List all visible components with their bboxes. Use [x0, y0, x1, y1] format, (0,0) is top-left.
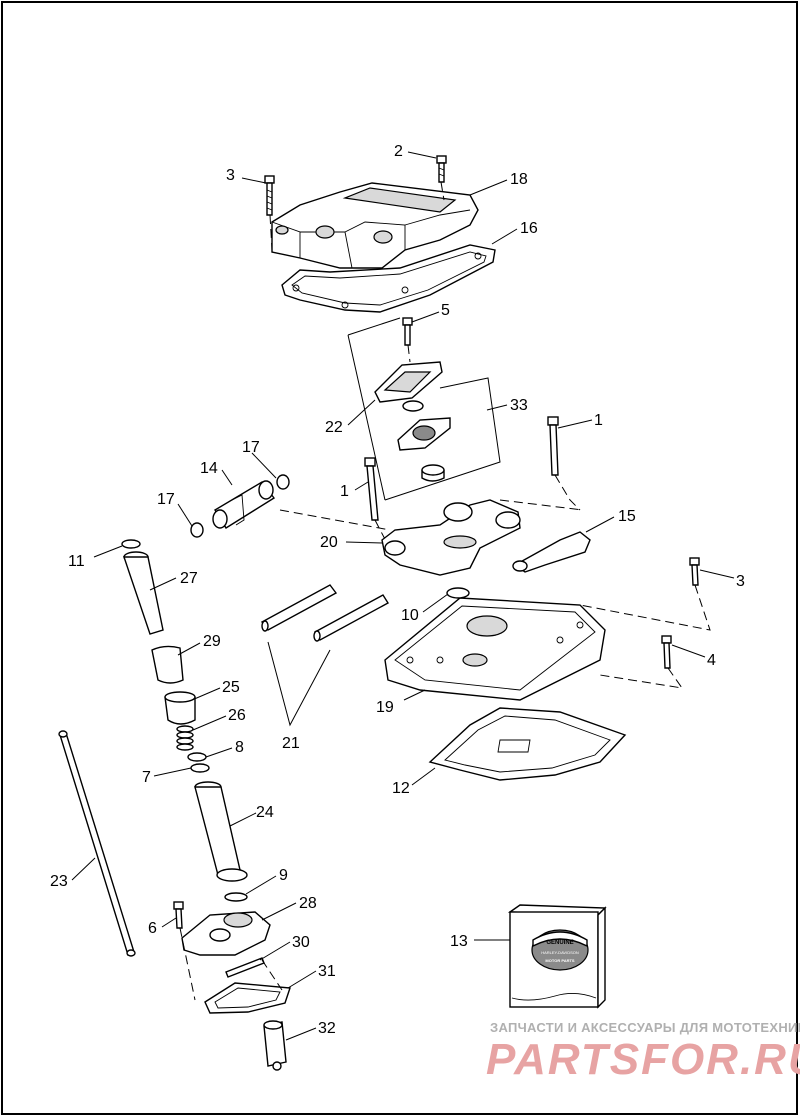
part-10-oring: [446, 587, 470, 599]
badge-bottom-text: MOTOR PARTS: [545, 958, 575, 963]
callout-31: 31: [318, 963, 336, 980]
badge-middle-text: HARLEY-DAVIDSON: [541, 950, 579, 955]
part-27-pushrod-tube-upper: [123, 551, 164, 635]
callout-10: 10: [401, 607, 419, 624]
leader-lines: [71, 151, 735, 1041]
callout-4: 4: [707, 652, 716, 669]
part-5-screw: [402, 317, 413, 346]
part-15-rocker-arm: [512, 531, 591, 573]
callout-25: 25: [222, 679, 240, 696]
callout-9: 9: [279, 867, 288, 884]
part-14-rocker-shaft: [212, 480, 276, 529]
callout-32: 32: [318, 1020, 336, 1037]
part-3-screw-right: [689, 557, 700, 586]
part-3-screw-top: [264, 175, 275, 216]
callout-15: 15: [618, 508, 636, 525]
callout-17-left: 17: [157, 491, 175, 508]
part-17-spacer-right: [276, 474, 290, 490]
badge-top-text: GENUINE: [546, 940, 573, 946]
callout-6: 6: [148, 920, 157, 937]
callout-17-right: 17: [242, 439, 260, 456]
part-4-screw: [661, 635, 672, 669]
callout-26: 26: [228, 707, 246, 724]
callout-19: 19: [376, 699, 394, 716]
part-12-housing-gasket: [428, 707, 627, 781]
callout-16: 16: [520, 220, 538, 237]
part-32-lifter: [263, 1020, 287, 1071]
callout-5: 5: [441, 302, 450, 319]
callout-33: 33: [510, 397, 528, 414]
callout-30: 30: [292, 934, 310, 951]
callout-12: 12: [392, 780, 410, 797]
part-25-spring-cap: [164, 691, 196, 725]
callout-1-left: 1: [340, 483, 349, 500]
part-33-filter: [421, 464, 445, 482]
part-13-genuine-box: [507, 904, 607, 1009]
callout-1-right: 1: [594, 412, 603, 429]
part-19-rocker-housing: [384, 597, 606, 701]
callout-numbers: 3 2 18 16 5 22 33 1 1 17 14 17 15 20 10 …: [50, 143, 745, 1037]
part-22-breather-cover: [374, 361, 443, 403]
part-24-pushrod-tube-lower: [194, 781, 248, 882]
callout-3-top: 3: [226, 167, 235, 184]
callout-21: 21: [282, 735, 300, 752]
callout-28: 28: [299, 895, 317, 912]
part-7-oring: [190, 763, 210, 773]
part-28-lifter-cover: [181, 911, 271, 956]
watermark-brand: PARTSFOR.RU: [486, 1035, 800, 1084]
callout-29: 29: [203, 633, 221, 650]
part-1-screw-left: [364, 457, 379, 521]
watermark-tagline: ЗАПЧАСТИ И АКСЕССУАРЫ ДЛЯ МОТОТЕХНИКИ: [490, 1020, 800, 1035]
part-9-oring: [224, 892, 248, 902]
callout-18: 18: [510, 171, 528, 188]
callout-8: 8: [235, 739, 244, 756]
part-31-lifter-gasket: [204, 982, 291, 1014]
callout-20: 20: [320, 534, 338, 551]
part-1-screw-right: [547, 416, 559, 476]
callout-24: 24: [256, 804, 274, 821]
part-17-spacer-left: [190, 522, 204, 538]
callout-2: 2: [394, 143, 403, 160]
part-21-rods: [260, 584, 389, 642]
callout-7: 7: [142, 769, 151, 786]
part-33-breather-valve: [397, 417, 451, 451]
part-23-pushrod: [58, 730, 136, 957]
callout-22: 22: [325, 419, 343, 436]
callout-14: 14: [200, 460, 218, 477]
callout-27: 27: [180, 570, 198, 587]
part-33-oring: [402, 400, 424, 412]
part-16-cover-gasket: [281, 244, 496, 313]
part-11-oring: [121, 539, 141, 549]
part-30-pin: [225, 957, 265, 978]
callout-11: 11: [68, 553, 85, 570]
callout-3-right: 3: [736, 573, 745, 590]
part-29-sleeve: [151, 645, 184, 684]
part-2-screw: [436, 155, 447, 183]
part-18-rocker-cover: [271, 182, 479, 269]
callout-13: 13: [450, 933, 468, 950]
part-6-screw: [173, 901, 184, 929]
part-26-spring: [176, 725, 194, 751]
part-20-rocker-support: [381, 499, 521, 576]
part-8-oring: [187, 752, 207, 762]
callout-23: 23: [50, 873, 68, 890]
